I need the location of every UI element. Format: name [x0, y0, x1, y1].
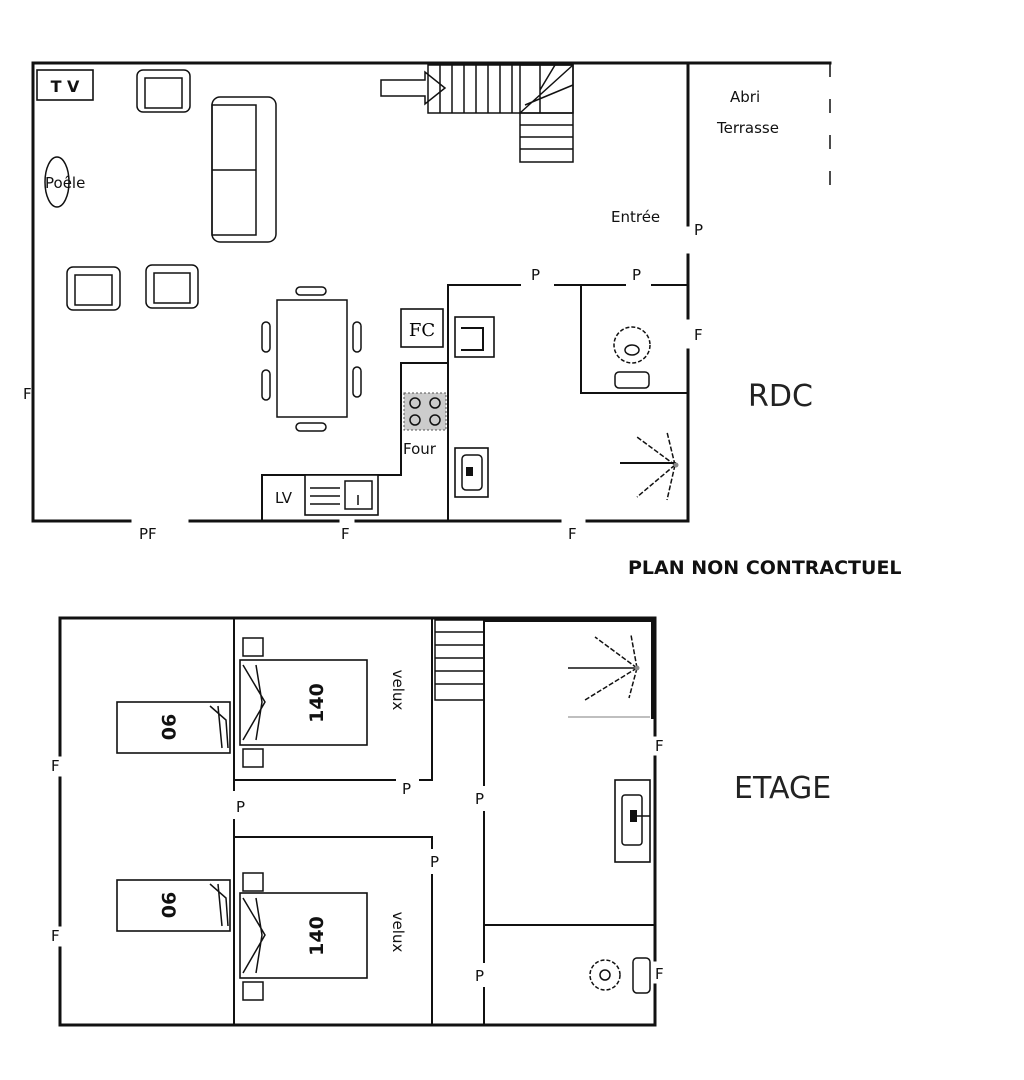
kitchen-sink-icon: [304, 474, 379, 516]
window-label: F: [655, 737, 664, 755]
toilet-icon: [613, 326, 651, 389]
rdc-walls: [31, 61, 832, 523]
bed-size-label: 90: [157, 714, 179, 740]
dishwasher-label: LV: [275, 489, 293, 507]
bed-size-label: 90: [157, 892, 179, 918]
bed-size-label: 140: [306, 683, 328, 723]
washbasin-icon: [614, 779, 651, 863]
shower-icon: [568, 634, 640, 701]
tv: T V: [36, 69, 94, 101]
appliance-icon: [454, 316, 495, 358]
toilet-icon: [589, 957, 651, 994]
window-label: F: [51, 927, 60, 945]
armchair-icon: [66, 69, 199, 311]
door-label: P: [632, 266, 641, 284]
window-label: F: [568, 525, 577, 543]
washbasin-icon: [454, 447, 489, 498]
dining-table-icon: [261, 286, 362, 432]
bed-double-2: 140: [239, 872, 368, 1001]
window-label: F: [341, 525, 350, 543]
stove-label: Poêle: [45, 174, 85, 192]
shower-icon: [620, 431, 679, 501]
window-label: F: [694, 326, 703, 344]
window-label: F: [655, 965, 664, 983]
door-label: P: [236, 798, 245, 816]
tv-label: T V: [51, 77, 80, 96]
fridge: FC: [400, 308, 444, 348]
entrance-label: Entrée: [611, 208, 660, 226]
etage-title: ETAGE: [734, 771, 831, 806]
stove-icon: Poêle: [44, 156, 85, 208]
entry-arrow-icon: [380, 70, 447, 106]
window-label: F: [51, 757, 60, 775]
skylight-label: velux: [389, 670, 407, 711]
bed-size-label: 140: [306, 916, 328, 956]
shelter-label: Abri: [730, 88, 760, 106]
door-label: P: [694, 221, 703, 239]
oven-label: Four: [403, 440, 437, 458]
sofa-icon: [211, 96, 277, 243]
door-label: P: [430, 853, 439, 871]
door-label: P: [402, 780, 411, 798]
window-label: F: [23, 385, 32, 403]
staircase-etage: [434, 619, 485, 701]
door-label: P: [531, 266, 540, 284]
fridge-label: FC: [409, 320, 435, 341]
etage-walls: [58, 616, 657, 1027]
hob-icon: [403, 392, 447, 431]
bed-single-1: 90: [116, 701, 231, 754]
disclaimer: PLAN NON CONTRACTUEL: [628, 557, 902, 579]
terrace-label: Terrasse: [716, 119, 779, 137]
door-label: P: [475, 790, 484, 808]
bed-double-1: 140: [239, 637, 368, 768]
french-window-label: PF: [139, 525, 157, 543]
staircase-rdc: [427, 64, 574, 163]
bed-single-2: 90: [116, 879, 231, 932]
skylight-label: velux: [389, 912, 407, 953]
rdc-title: RDC: [748, 379, 813, 414]
door-label: P: [475, 967, 484, 985]
